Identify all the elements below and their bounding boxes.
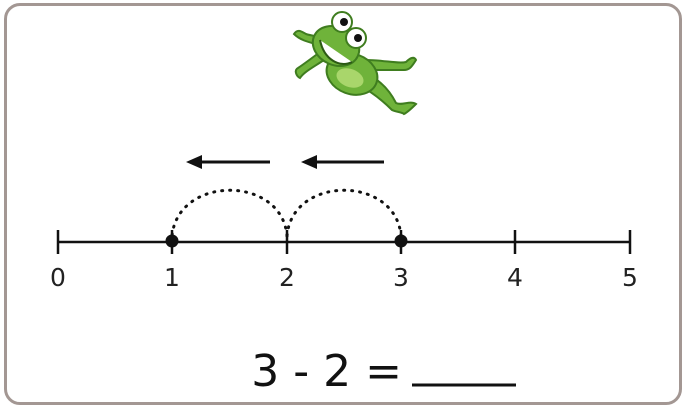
tick-label: 3	[393, 263, 409, 292]
tick-label: 2	[279, 263, 295, 292]
tick-label: 4	[507, 263, 523, 292]
marked-point	[166, 235, 179, 248]
tick-label: 0	[50, 263, 66, 292]
jump-arcs	[172, 190, 401, 236]
frog-icon	[294, 12, 416, 114]
tick-label: 5	[622, 263, 638, 292]
marked-point	[395, 235, 408, 248]
equation-text: 3 - 2 =	[251, 346, 402, 397]
equation: 3 - 2 =	[251, 346, 516, 397]
jump-arrows	[186, 155, 384, 169]
jump-arc	[172, 190, 287, 236]
tick-label: 1	[164, 263, 180, 292]
left-arrow-icon	[186, 155, 270, 169]
number-line: 0 1 2 3 4 5	[50, 230, 638, 292]
jump-arc	[287, 190, 401, 236]
left-arrow-icon	[301, 155, 384, 169]
